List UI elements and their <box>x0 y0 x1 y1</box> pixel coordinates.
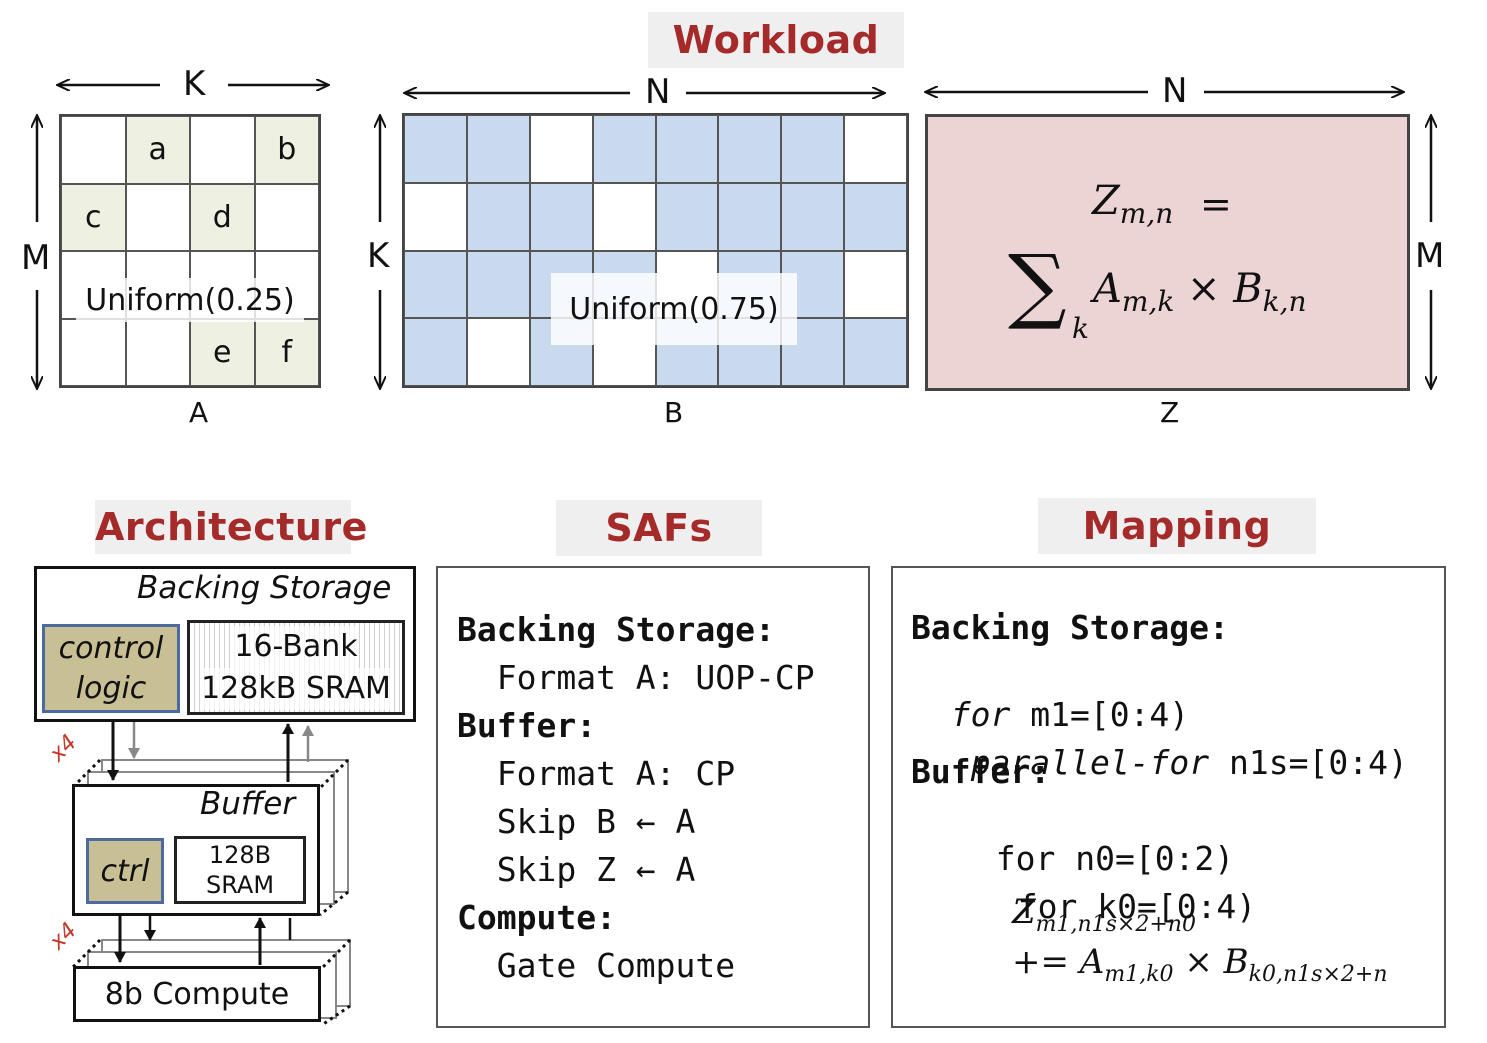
a-cell <box>190 116 255 184</box>
mapping-line: Buffer: <box>911 752 1051 791</box>
b-cell-nonzero <box>844 318 907 386</box>
a-cell <box>254 183 319 251</box>
matrix-z-name: Z <box>1160 396 1180 429</box>
b-cell-nonzero <box>781 182 845 251</box>
mapping-z-term: Zm1,n1s×2+n0 <box>1012 892 1196 937</box>
b-cell-nonzero <box>781 115 845 183</box>
z-equation-equals: = <box>1200 182 1232 226</box>
safs-line: Backing Storage: <box>457 610 775 649</box>
compute-box: 8b Compute <box>73 966 321 1022</box>
compute-shadow-dots <box>321 1004 351 1027</box>
b-cell <box>844 115 907 183</box>
b-cell-nonzero <box>718 182 782 251</box>
matrix-b-name: B <box>664 396 684 429</box>
mapping-line: for m1=[0:4) <box>950 695 1190 734</box>
sum-symbol: ∑ <box>1008 238 1067 333</box>
a-cell-nonzero: e <box>190 318 255 386</box>
b-n-label: N <box>645 72 671 112</box>
a-cell-nonzero: d <box>190 183 255 251</box>
b-cell-nonzero <box>404 115 467 183</box>
backing-storage-box <box>34 566 416 722</box>
matrix-a-grid: a b c d e f <box>59 114 321 388</box>
b-cell-nonzero <box>655 182 719 251</box>
b-cell-nonzero <box>404 250 467 319</box>
buffer-ctrl-box: ctrl <box>86 838 164 904</box>
safs-line: Compute: <box>457 898 616 937</box>
mapping-line: for k0=[0:4) <box>1017 887 1257 926</box>
safs-title: SAFs <box>556 500 762 556</box>
b-k-label: K <box>367 236 390 276</box>
backing-storage-label: Backing Storage <box>137 570 392 606</box>
b-cell <box>844 250 907 319</box>
matrix-z-box <box>925 114 1410 391</box>
b-distribution-label: Uniform(0.75) <box>551 273 797 345</box>
safs-line: Skip Z ← A <box>457 850 696 889</box>
sum-subscript: k <box>1072 312 1089 345</box>
mapping-title: Mapping <box>1038 498 1316 554</box>
mapping-box <box>891 566 1446 1028</box>
b-cell-nonzero <box>466 115 530 183</box>
z-equation-rhs: Am,k × Bk,n <box>1093 266 1307 318</box>
safs-line: Skip B ← A <box>457 802 696 841</box>
buffer-label: Buffer <box>200 786 296 822</box>
z-equation-lhs: Zm,n <box>1092 178 1174 230</box>
mapping-update-expr: += Am1,k0 × Bk0,n1s×2+n <box>1012 942 1388 987</box>
compute-label: 8b Compute <box>104 976 290 1012</box>
matrix-b-grid <box>402 113 909 388</box>
a-cell-nonzero: a <box>125 116 190 184</box>
z-n-label: N <box>1162 71 1188 111</box>
b-cell-nonzero <box>466 182 530 251</box>
a-cell <box>125 183 190 251</box>
dimension-arrows <box>0 0 1487 440</box>
b-cell <box>592 182 656 251</box>
workload-title: Workload <box>648 12 904 68</box>
safs-line: Format A: UOP-CP <box>457 658 815 697</box>
mapping-line: parallel-for n1s=[0:4) <box>970 743 1408 782</box>
mapping-line: for n0=[0:2) <box>995 839 1235 878</box>
a-m-label: M <box>21 238 51 278</box>
z-m-label: M <box>1415 236 1445 276</box>
a-cell <box>61 318 126 386</box>
a-cell-nonzero: c <box>61 183 126 251</box>
b-cell-nonzero <box>592 115 656 183</box>
safs-line: Format A: CP <box>457 754 736 793</box>
safs-line: Gate Compute <box>457 946 736 985</box>
mapping-line: Backing Storage: <box>911 608 1229 647</box>
buffer-shadow-dots <box>319 890 349 917</box>
a-k-label: K <box>183 64 206 104</box>
b-cell-nonzero <box>718 115 782 183</box>
matrix-a-name: A <box>189 396 209 429</box>
architecture-title: Architecture <box>95 500 367 554</box>
b-cell <box>404 182 467 251</box>
b-cell-nonzero <box>844 182 907 251</box>
a-distribution-label: Uniform(0.25) <box>76 278 304 322</box>
a-cell <box>125 318 190 386</box>
backing-sram-box: 16-Bank 128kB SRAM <box>187 620 405 715</box>
a-cell <box>61 116 126 184</box>
safs-line: Buffer: <box>457 706 597 745</box>
a-cell-nonzero: b <box>254 116 319 184</box>
b-cell <box>466 318 530 386</box>
b-cell <box>529 115 593 183</box>
b-cell-nonzero <box>404 318 467 386</box>
a-cell-nonzero: f <box>254 318 319 386</box>
b-cell-nonzero <box>529 182 593 251</box>
safs-box <box>436 566 870 1028</box>
b-cell-nonzero <box>466 250 530 319</box>
b-cell-nonzero <box>655 115 719 183</box>
